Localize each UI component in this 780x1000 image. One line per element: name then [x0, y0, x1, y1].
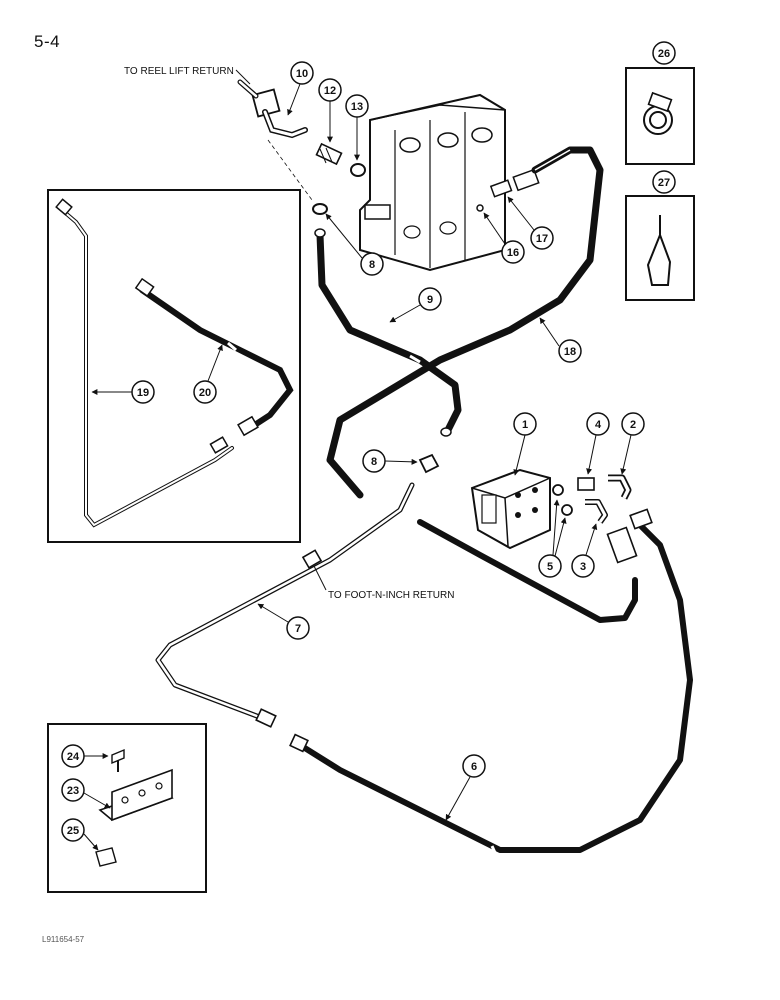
callout-25: 25: [61, 818, 99, 851]
control-valve: [359, 93, 506, 272]
svg-text:26: 26: [658, 48, 670, 60]
callout-12: 12: [318, 78, 342, 143]
svg-text:24: 24: [67, 751, 80, 763]
svg-text:10: 10: [296, 68, 308, 80]
elbow-3: [585, 499, 608, 524]
svg-text:12: 12: [324, 85, 336, 97]
callout-19: 19: [91, 380, 155, 404]
svg-text:18: 18: [564, 346, 576, 358]
callout-27: 27: [652, 170, 676, 194]
note-foot-n-inch-return: TO FOOT-N-INCH RETURN: [328, 590, 454, 601]
fitting-8-bottom: [418, 453, 440, 474]
svg-text:6: 6: [471, 761, 477, 773]
svg-text:13: 13: [351, 101, 363, 113]
fitting-12: [315, 142, 343, 166]
adapter-4: [577, 477, 595, 491]
svg-text:2: 2: [630, 419, 636, 431]
o-ring-5a: [552, 484, 564, 496]
svg-text:8: 8: [371, 456, 377, 468]
callout-20: 20: [193, 344, 223, 404]
callout-6: 6: [445, 754, 486, 821]
inset-box-tube-hose: [47, 189, 301, 543]
hose-9: [316, 231, 462, 434]
callout-8-bottom: 8: [362, 449, 418, 473]
inset-box-strap-27: [625, 195, 695, 301]
fitting-17: [489, 168, 540, 198]
inset-box-clamp-26: [625, 67, 695, 165]
callout-1: 1: [513, 412, 537, 476]
svg-text:3: 3: [580, 561, 586, 573]
callout-9: 9: [389, 287, 442, 323]
svg-text:19: 19: [137, 387, 149, 399]
svg-text:4: 4: [595, 419, 602, 431]
svg-text:27: 27: [658, 177, 670, 189]
callout-5: 5: [538, 499, 567, 578]
svg-text:1: 1: [522, 419, 528, 431]
svg-text:17: 17: [536, 233, 548, 245]
o-ring-16: [476, 204, 484, 212]
callout-7: 7: [257, 603, 310, 640]
svg-text:23: 23: [67, 785, 79, 797]
svg-text:7: 7: [295, 623, 301, 635]
callout-18: 18: [539, 317, 582, 363]
tube-7: [155, 482, 415, 721]
callout-10: 10: [287, 61, 314, 116]
steering-valve: [470, 468, 551, 550]
callout-4: 4: [586, 412, 610, 475]
svg-text:8: 8: [369, 259, 375, 271]
o-ring-13: [350, 163, 366, 177]
o-ring-5b: [561, 504, 573, 516]
svg-text:20: 20: [199, 387, 211, 399]
callout-26: 26: [652, 41, 676, 65]
svg-text:25: 25: [67, 825, 79, 837]
callout-17: 17: [507, 196, 554, 250]
svg-text:5: 5: [547, 561, 553, 573]
inset-box-bracket: [47, 723, 207, 893]
hose-18: [326, 146, 604, 499]
fitting-8-top: [312, 203, 328, 215]
page-number: 5-4: [34, 32, 61, 51]
document-id: L911654-57: [42, 935, 85, 944]
hose-6: [297, 522, 693, 853]
callout-2: 2: [620, 412, 645, 475]
callout-16: 16: [483, 212, 525, 264]
callout-23: 23: [61, 778, 111, 809]
callout-3: 3: [571, 523, 598, 578]
elbow-2: [608, 474, 632, 500]
callout-24: 24: [61, 744, 109, 768]
note-reel-lift-return: TO REEL LIFT RETURN: [124, 66, 234, 77]
svg-text:16: 16: [507, 247, 519, 259]
callout-8-top: 8: [325, 213, 384, 276]
callout-13: 13: [345, 94, 369, 161]
svg-text:9: 9: [427, 294, 433, 306]
hose-return: [417, 519, 638, 623]
fitting-10: [237, 79, 308, 139]
